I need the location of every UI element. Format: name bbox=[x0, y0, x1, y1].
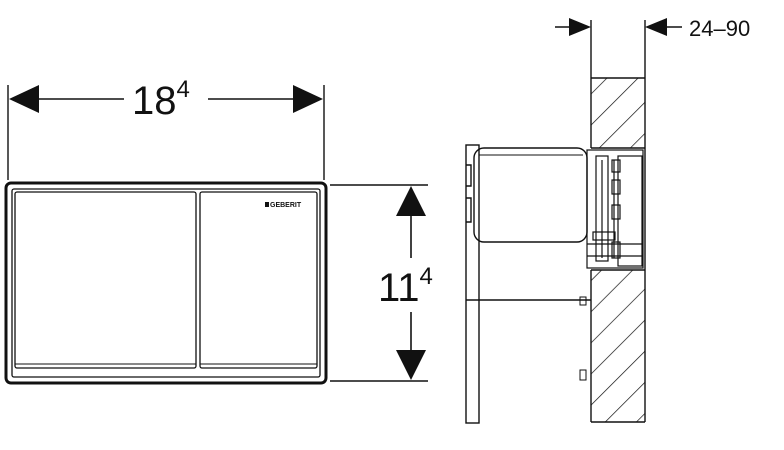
clamp bbox=[592, 231, 616, 241]
height-label: 114 bbox=[378, 263, 433, 310]
screw-lower bbox=[611, 204, 621, 220]
mounting-mechanism bbox=[586, 149, 644, 269]
height-arrowhead-top bbox=[396, 186, 426, 216]
wall-hatch-lower bbox=[591, 270, 645, 422]
depth-dimension bbox=[555, 18, 682, 36]
plate-inner-frame bbox=[11, 188, 321, 378]
geberit-logo: GEBERIT bbox=[265, 202, 302, 209]
screw-top bbox=[611, 159, 621, 173]
flush-button-large bbox=[14, 191, 197, 369]
plate-profile bbox=[465, 144, 480, 424]
depth-arrowhead-right bbox=[645, 18, 667, 36]
flush-button-small bbox=[199, 191, 318, 369]
mounting-bracket bbox=[595, 155, 609, 262]
width-dimension bbox=[7, 85, 325, 180]
mounting-rail bbox=[617, 155, 643, 267]
wall-section bbox=[590, 20, 646, 423]
width-arrowhead-left bbox=[9, 85, 39, 113]
side-view-housing bbox=[465, 144, 591, 424]
width-arrowhead-right bbox=[293, 85, 323, 113]
flush-plate bbox=[4, 181, 328, 385]
depth-arrowhead-left bbox=[569, 18, 591, 36]
depth-label: 24–90 bbox=[689, 16, 750, 41]
screw-bottom bbox=[611, 241, 621, 259]
plate-clip-lower bbox=[466, 197, 472, 223]
logo-mark bbox=[265, 202, 269, 207]
logo-text: GEBERIT bbox=[270, 202, 302, 209]
wall-hatch-upper bbox=[591, 78, 645, 148]
height-arrowhead-bottom bbox=[396, 350, 426, 380]
plate-outer-frame bbox=[4, 181, 328, 385]
screw-upper bbox=[611, 179, 621, 195]
height-dimension bbox=[330, 184, 428, 382]
actuator-module bbox=[473, 147, 588, 243]
mounting-frame bbox=[586, 149, 644, 269]
plate-clip-upper bbox=[466, 164, 472, 187]
width-label: 184 bbox=[132, 76, 190, 123]
